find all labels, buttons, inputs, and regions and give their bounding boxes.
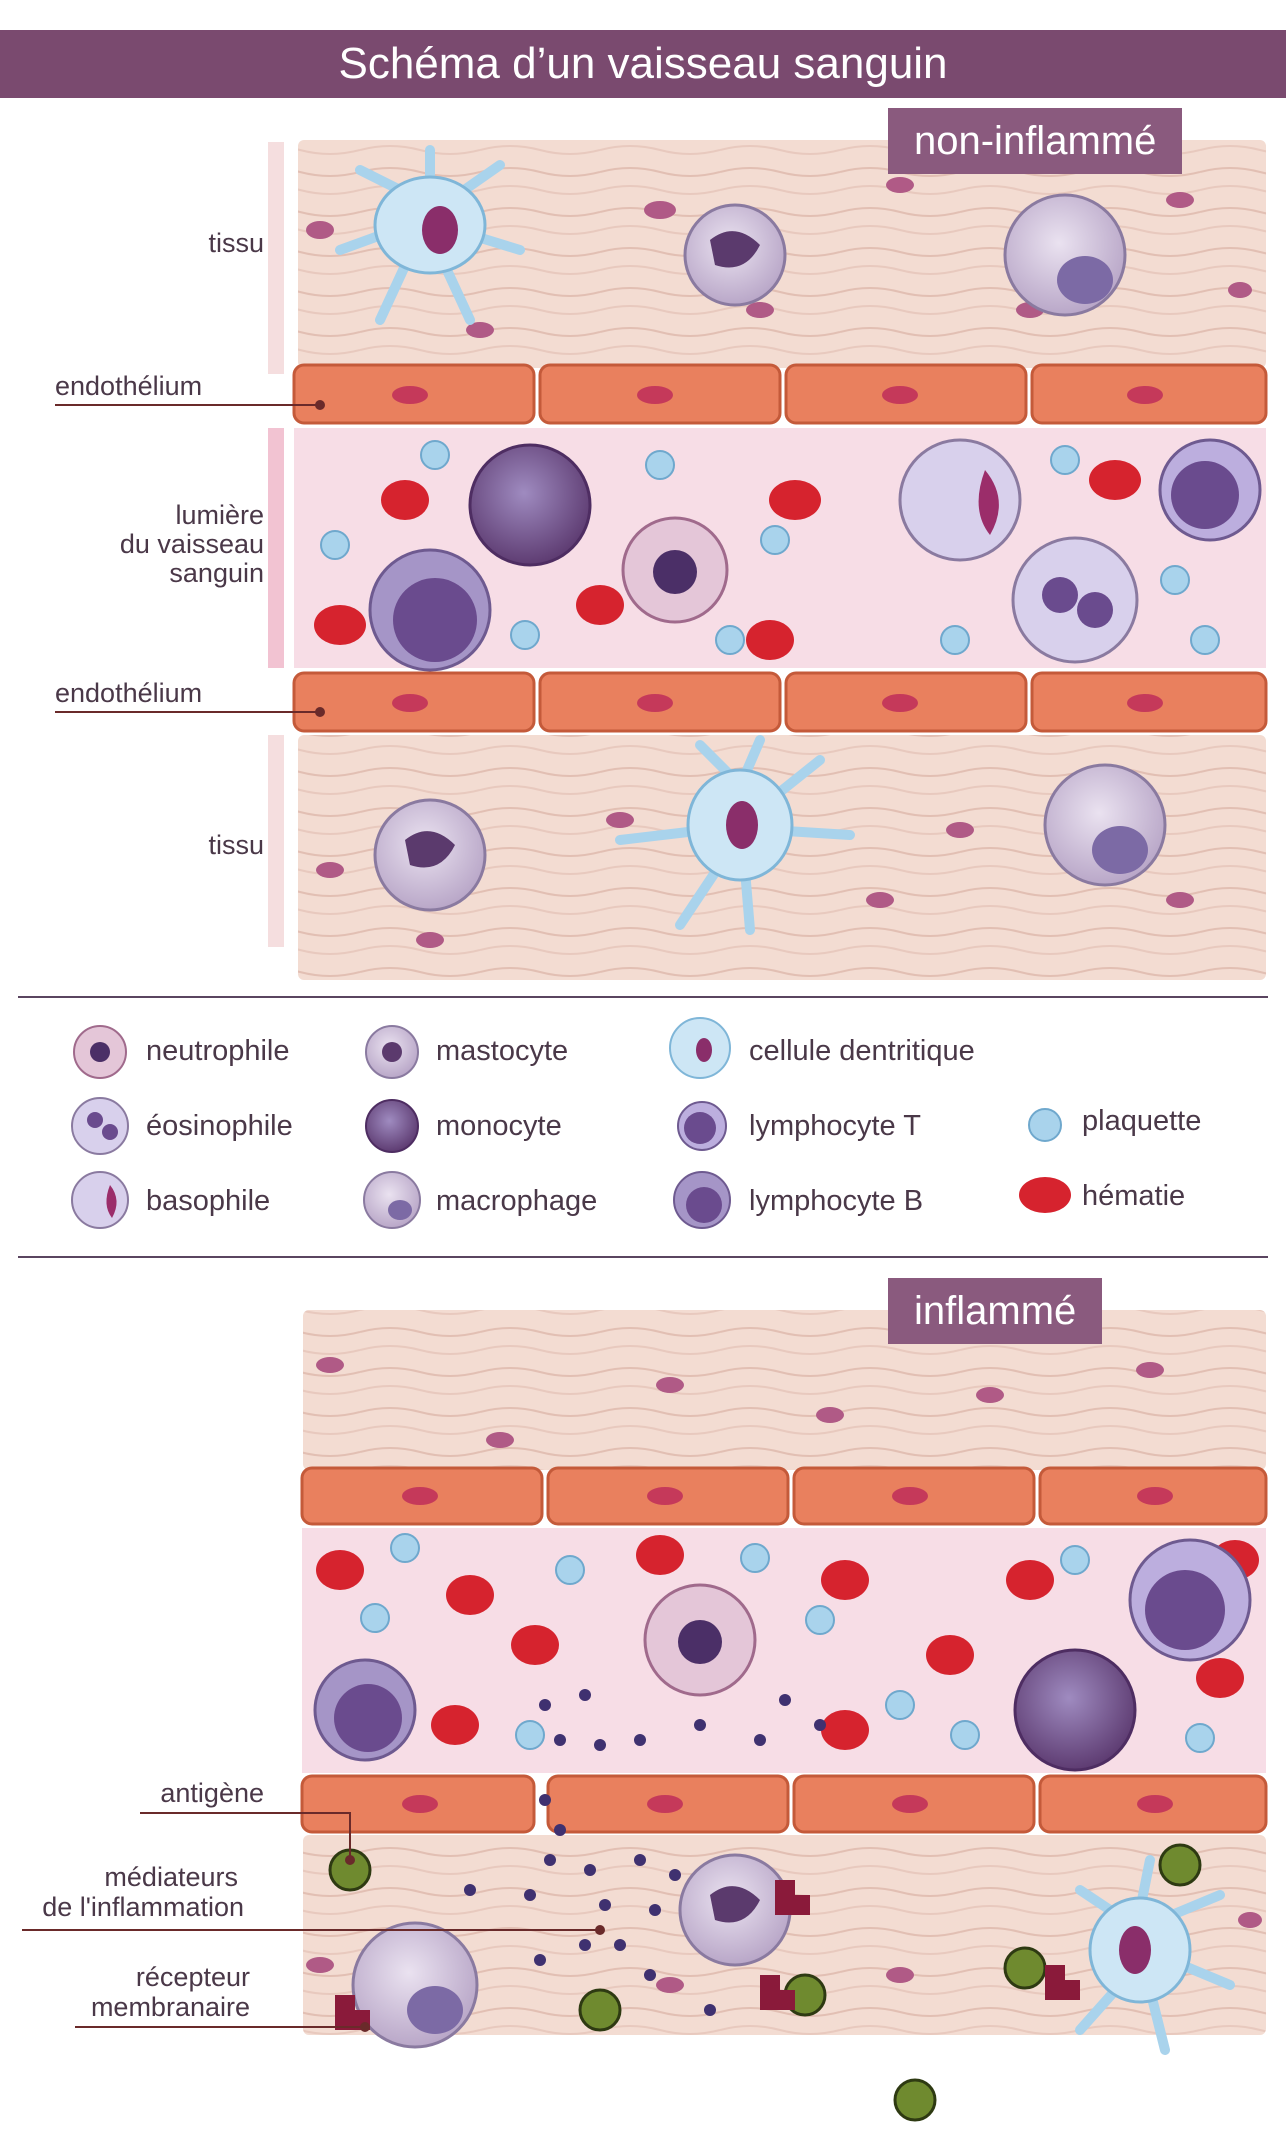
mastocyte-top <box>683 203 787 307</box>
leader-lines <box>22 404 600 2028</box>
section-badge-inflamed: inflammé <box>888 1278 1103 1344</box>
tissue-bracket-top <box>268 142 284 374</box>
basophil-icon <box>71 1171 129 1229</box>
macrophage-tissue <box>1043 763 1167 887</box>
divider-top <box>18 996 1268 998</box>
endothelium-inflamed-bottom <box>300 1774 1268 1834</box>
mastocyte-inflamed <box>678 1853 792 1967</box>
page-title: Schéma d’un vaisseau sanguin <box>0 30 1286 98</box>
legend-label-basophile: basophile <box>146 1185 271 1217</box>
label-tissue-bottom: tissu <box>208 830 264 860</box>
divider-bottom <box>18 1256 1268 1258</box>
b-lymphocyte-lumen <box>368 548 492 672</box>
endothelium-top <box>292 363 1268 425</box>
label-receptor-line2: membranaire <box>90 1992 250 2022</box>
label-endothelium-bottom: endothélium <box>55 678 203 708</box>
legend-icons <box>71 1017 1071 1229</box>
monocyte-lumen <box>468 443 592 567</box>
legend-label-lymphocyte-t: lymphocyte T <box>749 1110 921 1142</box>
legend-label-eosinophile: éosinophile <box>146 1110 293 1142</box>
t-lymphocyte-inflamed <box>1128 1538 1252 1662</box>
section-badge-normal: non-inflammé <box>888 108 1183 174</box>
lumen-bracket <box>268 428 284 668</box>
legend-label-neutrophile: neutrophile <box>146 1035 290 1067</box>
inflammation-mediators <box>464 1689 826 2016</box>
endothelium-middle <box>292 671 1268 733</box>
label-lumen-line1: lumière <box>175 500 264 530</box>
label-tissue-top: tissu <box>208 228 264 258</box>
leader-dots <box>315 400 605 2032</box>
rbc-lumen-top <box>314 460 1141 660</box>
legend-label-monocyte: monocyte <box>436 1110 562 1142</box>
antigens <box>328 1843 1202 2122</box>
macrophage-top <box>1003 193 1127 317</box>
label-endothelium-top: endothélium <box>55 371 203 401</box>
red-blood-cell-icon <box>1019 1177 1071 1213</box>
legend-label-plaquette: plaquette <box>1082 1105 1202 1137</box>
label-mediators-line1: médiateurs <box>104 1862 238 1892</box>
endothelium-inflamed-top <box>300 1466 1268 1526</box>
legend-label-macrophage: macrophage <box>436 1185 598 1217</box>
label-lumen-line2: du vaisseau <box>119 529 264 559</box>
platelet-icon <box>1028 1108 1062 1142</box>
label-mediators-line2: de l'inflammation <box>42 1892 244 1922</box>
tissue-bracket-bottom <box>268 735 284 947</box>
tissue-nuclei-top <box>306 177 1252 948</box>
platelets-inflamed <box>360 1533 1215 1753</box>
monocyte-icon <box>365 1099 419 1153</box>
label-antigen: antigène <box>160 1778 264 1808</box>
macrophage-inflamed <box>351 1921 479 2049</box>
legend-label-mastocyte: mastocyte <box>436 1035 569 1067</box>
legend-label-lymphocyte-b: lymphocyte B <box>749 1185 924 1217</box>
label-lumen-line3: sanguin <box>169 558 264 588</box>
label-receptor-line1: récepteur <box>135 1962 250 1992</box>
b-lymphocyte-inflamed <box>313 1658 417 1762</box>
monocyte-inflamed <box>1013 1648 1137 1772</box>
eosinophil-lumen <box>621 516 729 624</box>
dendritic-cell-top <box>335 145 525 325</box>
dendritic-cell-inflamed <box>1075 1855 1235 2055</box>
legend-label-dendritic: cellule dentritique <box>749 1035 975 1067</box>
macrophage-icon <box>363 1171 421 1229</box>
mastocyte-tissue <box>373 798 487 912</box>
t-lymphocyte-lumen <box>1158 438 1262 542</box>
membrane-receptors <box>335 1880 1080 2030</box>
legend-label-hematie: hématie <box>1082 1180 1186 1212</box>
dendritic-cell-tissue <box>615 735 855 935</box>
tissue-nuclei-inflamed <box>306 1357 1262 1993</box>
basophil-lumen <box>898 438 1022 562</box>
eosinophil-inflamed <box>643 1583 757 1697</box>
neutrophil-lumen <box>1011 536 1139 664</box>
tissue-inflamed-top <box>303 1310 1266 1470</box>
platelets-top <box>320 440 1220 655</box>
